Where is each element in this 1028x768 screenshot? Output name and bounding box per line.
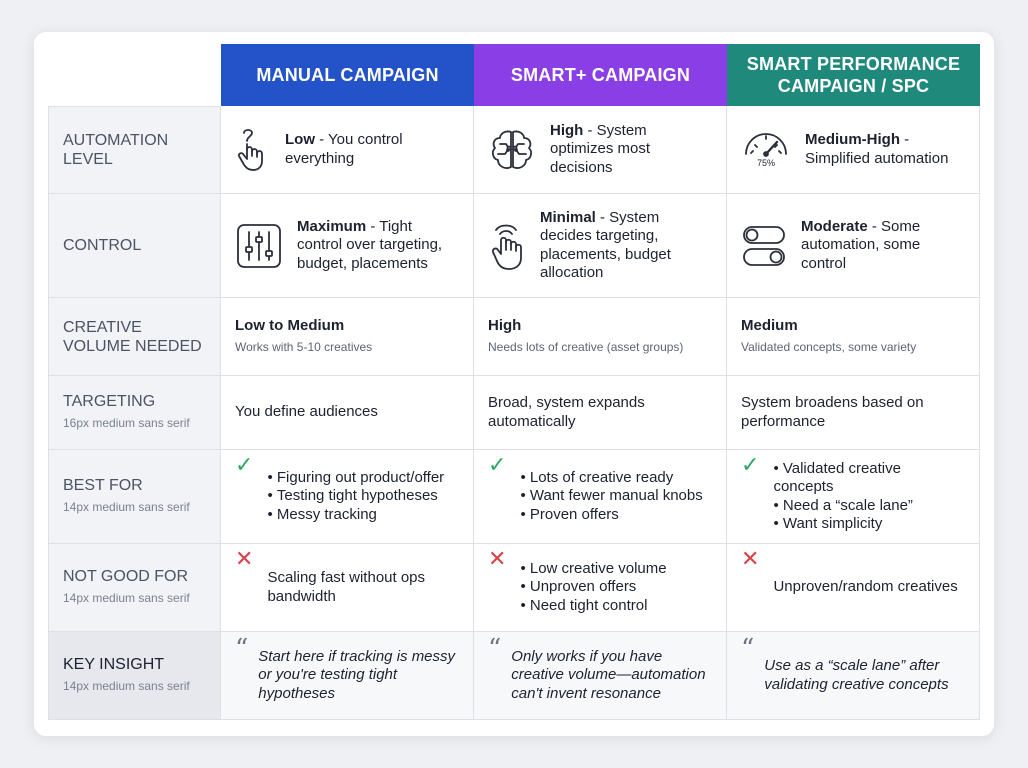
cell-targeting-manual: You define audiences: [221, 376, 474, 450]
cell-best-for-manual: ✓ Figuring out product/offer Testing tig…: [221, 450, 474, 544]
list-item: Figuring out product/offer: [267, 469, 444, 488]
cell-automation-manual: Low - You control everything: [221, 106, 474, 194]
cell-best-for-spc: ✓ Validated creative concepts Need a “sc…: [727, 450, 980, 544]
control-smart-plus-desc: - System decides targeting, placements, …: [540, 208, 671, 282]
cell-targeting-smart-plus: Broad, system expands automatically: [474, 376, 727, 450]
gauge-value: 75%: [757, 158, 775, 168]
column-header-spc: SMART PERFORMANCE CAMPAIGN / SPC: [727, 44, 980, 106]
list-item: Want fewer manual knobs: [520, 487, 703, 506]
creative-manual-desc: Works with 5-10 creatives: [235, 340, 373, 354]
row-label-sub: 14px medium sans serif: [63, 500, 190, 514]
check-icon: ✓: [235, 452, 254, 477]
cell-control-spc: Moderate - Some automation, some control: [727, 194, 980, 298]
control-spc-level: Moderate: [801, 217, 868, 235]
row-label-text: TARGETING: [63, 393, 156, 410]
list-item: Testing tight hypotheses: [267, 487, 444, 506]
column-header-manual: MANUAL CAMPAIGN: [221, 44, 474, 106]
cross-icon: ✕: [741, 546, 760, 571]
cell-key-insight-smart-plus: “ Only works if you have creative volume…: [474, 632, 727, 720]
quote-icon: “: [488, 634, 502, 664]
list-item: Validated creative concepts: [773, 460, 965, 497]
gauge-icon: 75%: [741, 130, 791, 170]
row-label-targeting: TARGETING 16px medium sans serif: [48, 376, 221, 450]
automation-smart-plus-level: High: [550, 121, 584, 139]
quote-icon: “: [741, 634, 755, 664]
column-header-smart-plus: SMART+ CAMPAIGN: [474, 44, 727, 106]
comparison-table: MANUAL CAMPAIGN SMART+ CAMPAIGN SMART PE…: [48, 44, 980, 720]
control-manual-level: Maximum: [297, 217, 367, 235]
list-item: Need a “scale lane”: [773, 497, 965, 516]
list-item: Need tight control: [520, 597, 666, 616]
key-insight-manual-text: Start here if tracking is messy or you'r…: [258, 647, 456, 702]
list-item: Low creative volume: [520, 560, 667, 579]
creative-manual-level: Low to Medium: [235, 316, 345, 334]
brain-circuit-icon: [488, 128, 536, 172]
cell-control-smart-plus: Minimal - System decides targeting, plac…: [474, 194, 727, 298]
row-label-creative-volume: CREATIVE VOLUME NEEDED: [48, 298, 221, 376]
key-insight-spc-text: Use as a “scale lane” after validating c…: [764, 657, 949, 693]
key-insight-smart-plus-text: Only works if you have creative volume—a…: [511, 647, 706, 702]
row-label-text: CREATIVE VOLUME NEEDED: [63, 318, 202, 355]
cell-creative-spc: Medium Validated concepts, some variety: [727, 298, 980, 376]
cross-icon: ✕: [488, 546, 507, 571]
targeting-manual-text: You define audiences: [235, 403, 378, 421]
cell-creative-manual: Low to Medium Works with 5-10 creatives: [221, 298, 474, 376]
cell-control-manual: Maximum - Tight control over targeting, …: [221, 194, 474, 298]
check-icon: ✓: [741, 452, 760, 477]
touch-hand-icon: [488, 220, 526, 272]
row-label-sub: 14px medium sans serif: [63, 591, 190, 605]
creative-smart-plus-desc: Needs lots of creative (asset groups): [488, 340, 684, 354]
cell-key-insight-manual: “ Start here if tracking is messy or you…: [221, 632, 474, 720]
cell-targeting-spc: System broadens based on performance: [727, 376, 980, 450]
row-label-automation-level: AUTOMATION LEVEL: [48, 106, 221, 194]
list-item: Want simplicity: [773, 515, 965, 534]
list-item: Lots of creative ready: [520, 469, 702, 488]
not-good-for-spc-text: Unproven/random creatives: [773, 578, 958, 596]
cell-automation-smart-plus: High - System optimizes most decisions: [474, 106, 727, 194]
cell-not-good-for-spc: ✕ Unproven/random creatives: [727, 544, 980, 632]
cell-creative-smart-plus: High Needs lots of creative (asset group…: [474, 298, 727, 376]
row-label-control: CONTROL: [48, 194, 221, 298]
row-label-best-for: BEST FOR 14px medium sans serif: [48, 450, 221, 544]
cell-not-good-for-manual: ✕ Scaling fast without ops bandwidth: [221, 544, 474, 632]
row-label-text: CONTROL: [63, 237, 142, 254]
control-smart-plus-level: Minimal: [540, 208, 596, 226]
control-manual-desc: - Tight control over targeting, budget, …: [297, 217, 443, 272]
cell-automation-spc: 75% Medium-High - Simplified automation: [727, 106, 980, 194]
list-item: Messy tracking: [267, 506, 444, 525]
row-label-text: NOT GOOD FOR: [63, 568, 189, 585]
creative-spc-level: Medium: [741, 316, 798, 334]
creative-smart-plus-level: High: [488, 316, 522, 334]
row-label-text: KEY INSIGHT: [63, 656, 165, 673]
not-good-for-manual-text: Scaling fast without ops bandwidth: [267, 569, 426, 605]
automation-manual-level: Low: [285, 131, 315, 148]
cell-best-for-smart-plus: ✓ Lots of creative ready Want fewer manu…: [474, 450, 727, 544]
row-label-not-good-for: NOT GOOD FOR 14px medium sans serif: [48, 544, 221, 632]
quote-icon: “: [235, 634, 249, 664]
comparison-card: MANUAL CAMPAIGN SMART+ CAMPAIGN SMART PE…: [34, 32, 994, 736]
creative-spc-desc: Validated concepts, some variety: [741, 340, 917, 354]
targeting-smart-plus-text: Broad, system expands automatically: [488, 394, 645, 430]
list-item: Proven offers: [520, 506, 702, 525]
check-icon: ✓: [488, 452, 507, 477]
control-spc-desc: - Some automation, some control: [801, 217, 921, 272]
row-label-sub: 16px medium sans serif: [63, 416, 190, 430]
sliders-icon: [235, 222, 283, 270]
automation-spc-level: Medium-High: [805, 131, 900, 148]
corner-blank: [48, 44, 221, 106]
targeting-spc-text: System broadens based on performance: [741, 394, 924, 430]
toggles-icon: [741, 222, 787, 270]
cell-key-insight-spc: “ Use as a “scale lane” after validating…: [727, 632, 980, 720]
mouse-hand-icon: [235, 128, 271, 172]
row-label-text: BEST FOR: [63, 477, 143, 494]
automation-manual-desc: - You control everything: [285, 131, 403, 167]
automation-smart-plus-desc: - System optimizes most decisions: [550, 121, 651, 176]
row-label-sub: 14px medium sans serif: [63, 679, 190, 693]
row-label-text: AUTOMATION LEVEL: [63, 132, 169, 168]
cross-icon: ✕: [235, 546, 254, 571]
list-item: Unproven offers: [520, 578, 666, 597]
row-label-key-insight: KEY INSIGHT 14px medium sans serif: [48, 632, 221, 720]
automation-spc-desc: - Simplified automation: [805, 131, 949, 167]
cell-not-good-for-smart-plus: ✕ Low creative volume Unproven offers Ne…: [474, 544, 727, 632]
